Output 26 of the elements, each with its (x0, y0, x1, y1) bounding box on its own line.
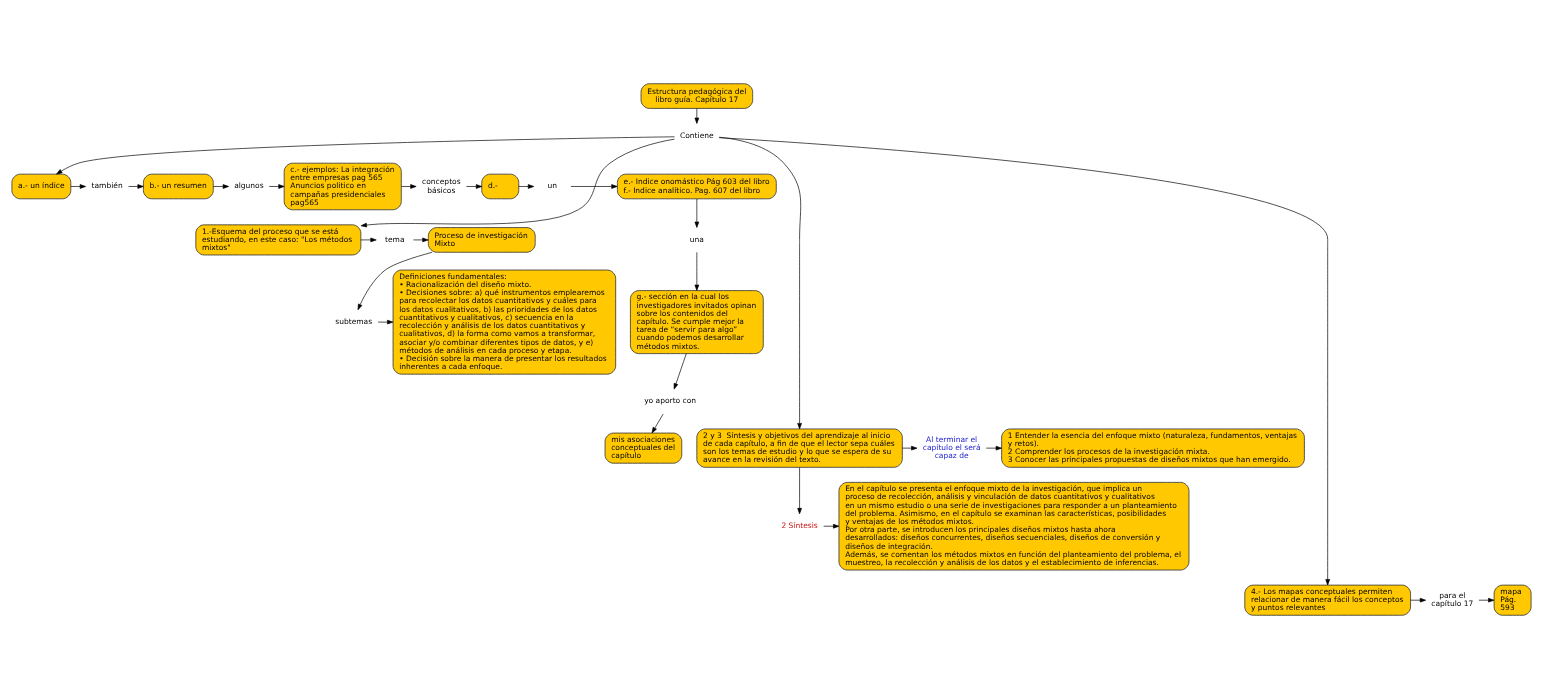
arrow (673, 352, 687, 389)
arrow (1478, 597, 1495, 602)
arrow (694, 198, 700, 228)
arrow (360, 138, 675, 227)
arrow (213, 183, 229, 189)
arrow (413, 237, 429, 242)
arrow (902, 445, 918, 450)
arrow (377, 319, 394, 324)
arrow (797, 466, 802, 514)
arrow (518, 183, 535, 189)
arrow (466, 183, 483, 189)
arrow (985, 445, 1002, 450)
arrow (357, 251, 433, 310)
arrow (823, 523, 840, 528)
arrow (651, 413, 664, 433)
arrow (360, 237, 377, 242)
arrow (56, 135, 675, 174)
arrow (694, 107, 700, 124)
arrow (718, 136, 1330, 585)
arrow (70, 183, 86, 189)
arrow (570, 183, 618, 189)
arrow (1410, 597, 1426, 602)
arrow (694, 251, 700, 291)
arrow (268, 183, 285, 189)
arrow (128, 183, 144, 189)
arrow (401, 183, 417, 189)
